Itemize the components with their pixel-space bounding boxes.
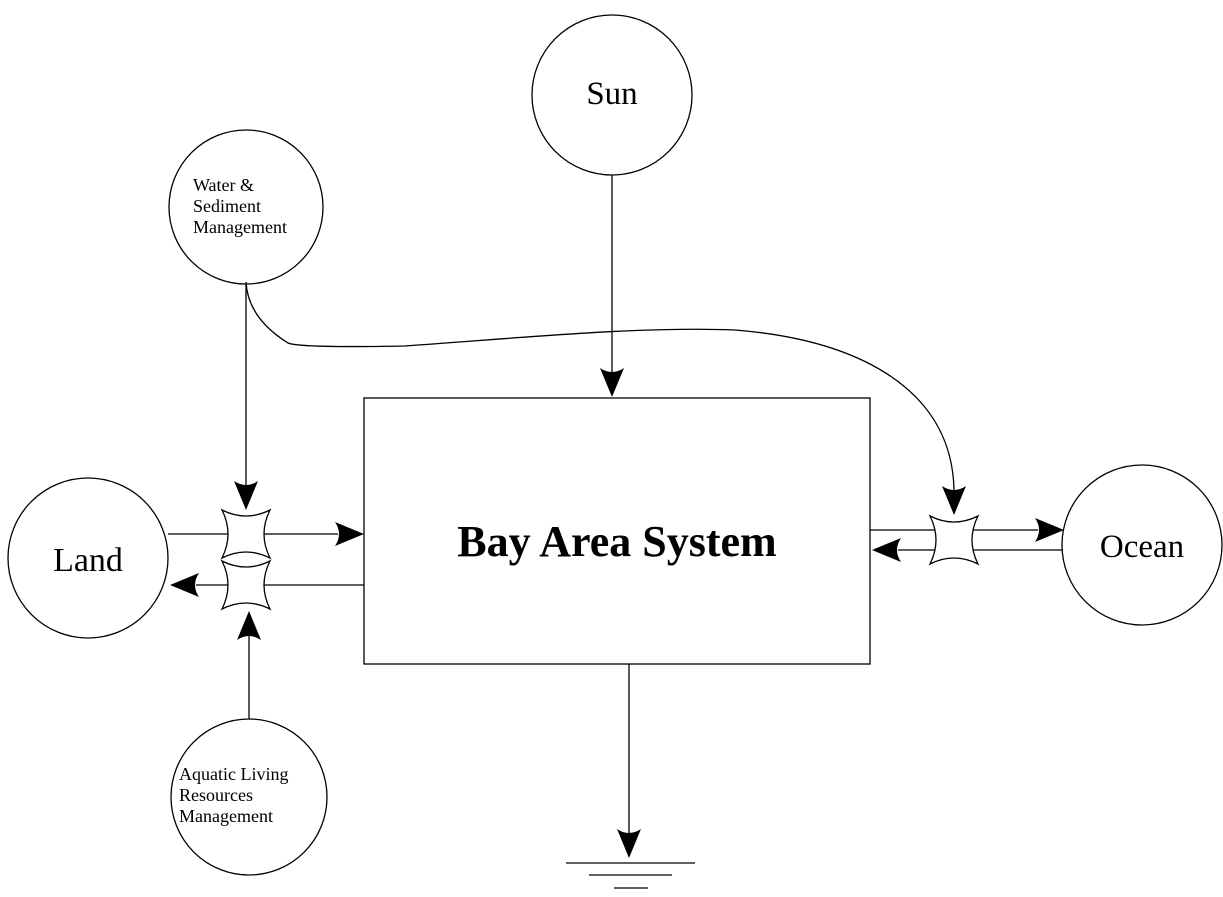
land-outflow-arrowhead xyxy=(170,573,199,597)
water-mgmt-to-ocean-flow xyxy=(245,281,966,515)
water-mgmt-curve-arrowhead xyxy=(942,486,966,515)
ocean-label: Ocean xyxy=(1100,529,1184,565)
ocean-to-system-flow xyxy=(872,538,1062,562)
ocean-outflow-arrowhead xyxy=(1035,518,1064,542)
ocean-source: Ocean xyxy=(1061,464,1223,626)
water-mgmt-curve-line xyxy=(245,281,955,491)
aquatic-resources-management-source: Aquatic Living Resources Management xyxy=(170,718,328,876)
system-to-heat-sink-flow xyxy=(617,664,641,858)
land-interaction-lower-icon xyxy=(220,559,272,611)
water-mgmt-line-3: Management xyxy=(193,217,287,237)
system-box xyxy=(363,397,871,665)
heat-sink-arrowhead xyxy=(617,829,641,858)
ocean-inflow-arrowhead xyxy=(872,538,901,562)
heat-sink-ground-icon xyxy=(566,862,695,889)
bay-area-system: Bay Area System xyxy=(363,397,871,665)
water-sediment-management-source: Water & Sediment Management xyxy=(168,129,324,285)
system-label: Bay Area System xyxy=(457,517,776,566)
land-circle xyxy=(7,477,169,639)
system-to-land-flow xyxy=(170,573,364,597)
aquatic-mgmt-line-1: Aquatic Living xyxy=(179,764,288,784)
aquatic-mgmt-up-arrowhead xyxy=(237,611,261,640)
land-interaction-upper-icon xyxy=(220,508,272,560)
land-source: Land xyxy=(7,477,169,639)
aquatic-mgmt-to-land-flow xyxy=(237,611,261,719)
sun-label: Sun xyxy=(586,76,637,112)
water-mgmt-down-arrowhead xyxy=(234,481,258,510)
sun-source: Sun xyxy=(531,14,693,176)
aquatic-mgmt-line-3: Management xyxy=(179,806,273,826)
sun-flow-arrowhead xyxy=(600,368,624,397)
water-mgmt-line-2: Sediment xyxy=(193,196,261,216)
aquatic-mgmt-line-2: Resources xyxy=(179,785,253,805)
sun-to-system-flow xyxy=(600,175,624,397)
ocean-circle xyxy=(1061,464,1223,626)
ocean-interaction-icon xyxy=(928,514,980,566)
water-mgmt-to-land-flow xyxy=(234,284,258,510)
land-label: Land xyxy=(53,542,123,579)
land-to-system-flow xyxy=(168,522,364,546)
land-inflow-arrowhead xyxy=(335,522,364,546)
water-mgmt-line-1: Water & xyxy=(193,175,254,195)
